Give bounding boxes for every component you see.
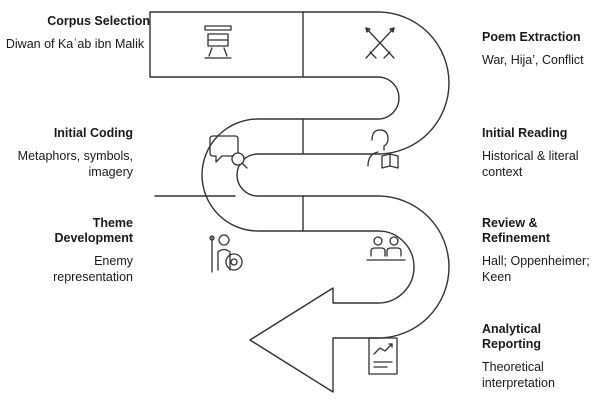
step-theme-development: Theme Development Enemy representation	[32, 216, 133, 285]
step-corpus-selection: Corpus Selection Diwan of Kaʿab ibn Mali…	[0, 14, 150, 52]
step-analytical-reporting: Analytical Reporting Theoretical interpr…	[482, 322, 592, 391]
step-description: Historical & literal context	[482, 149, 579, 179]
speech-magnifier-icon	[209, 135, 248, 169]
step-title: Analytical Reporting	[482, 322, 542, 351]
step-title: Initial Reading	[482, 126, 568, 140]
step-title: Corpus Selection	[47, 14, 150, 28]
step-initial-reading: Initial Reading Historical & literal con…	[482, 126, 600, 180]
step-title: Review & Refinement	[482, 216, 551, 245]
step-poem-extraction: Poem Extraction War, Hija’, Conflict	[482, 30, 602, 68]
step-title: Poem Extraction	[482, 30, 581, 44]
corpus-book-icon	[204, 25, 232, 59]
step-description: Theoretical interpretation	[482, 360, 555, 390]
step-description: Enemy representation	[53, 254, 133, 284]
step-initial-coding: Initial Coding Metaphors, symbols, image…	[6, 126, 133, 180]
step-description: Metaphors, symbols, imagery	[17, 149, 133, 179]
step-description: War, Hija’, Conflict	[482, 53, 584, 67]
crossed-swords-icon	[365, 27, 395, 59]
step-review-refinement: Review & Refinement Hall; Oppenheimer; K…	[482, 216, 600, 285]
step-title: Initial Coding	[53, 126, 133, 140]
report-chart-icon	[368, 337, 398, 375]
reviewers-group-icon	[366, 236, 406, 261]
serpentine-boundary	[149, 11, 450, 393]
step-description: Diwan of Kaʿab ibn Malik	[5, 37, 145, 51]
step-title: Theme Development	[54, 216, 134, 245]
warrior-shield-icon	[209, 234, 243, 273]
person-reading-icon	[367, 129, 399, 169]
step-description: Hall; Oppenheimer; Keen	[482, 254, 590, 284]
